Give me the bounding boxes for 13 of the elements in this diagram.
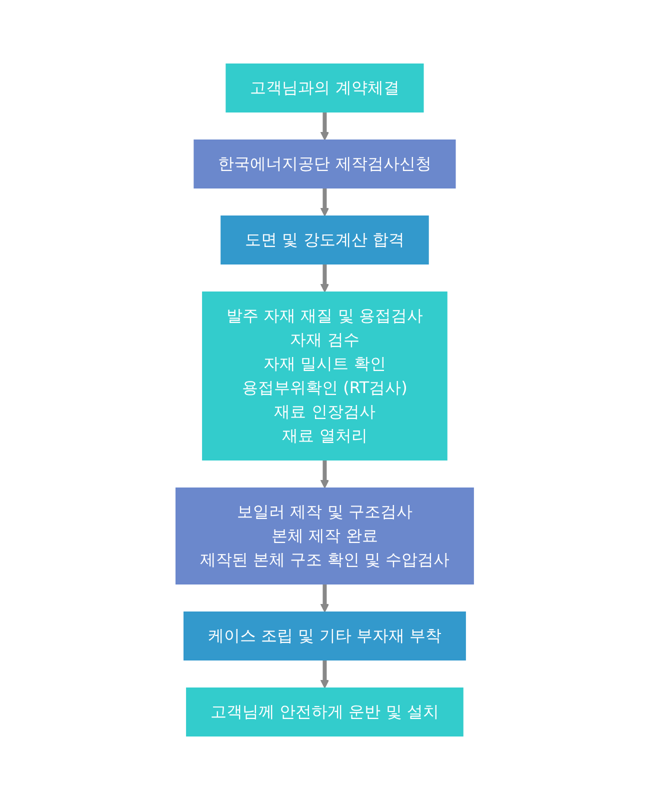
node-box: 고객님과의 계약체결: [226, 64, 424, 112]
arrow: [320, 660, 330, 688]
arrow: [320, 584, 330, 612]
arrow: [320, 188, 330, 216]
arrow: [320, 264, 330, 292]
arrow: [320, 112, 330, 140]
node-box: 보일러 제작 및 구조검사 본체 제작 완료 제작된 본체 구조 확인 및 수압검사: [176, 488, 474, 584]
node-box: 발주 자재 재질 및 용접검사 자재 검수 자재 밀시트 확인 용접부위확인 (RT검사) 재료 인장검사 재료 열처리: [202, 292, 448, 460]
node-box: 한국에너지공단 제작검사신청: [194, 140, 456, 188]
arrow: [320, 460, 330, 488]
node-box: 도면 및 강도계산 합격: [220, 216, 430, 264]
node-box: 케이스 조립 및 기타 부자재 부착: [184, 612, 466, 660]
node-box: 고객님께 안전하게 운반 및 설치: [186, 688, 464, 736]
